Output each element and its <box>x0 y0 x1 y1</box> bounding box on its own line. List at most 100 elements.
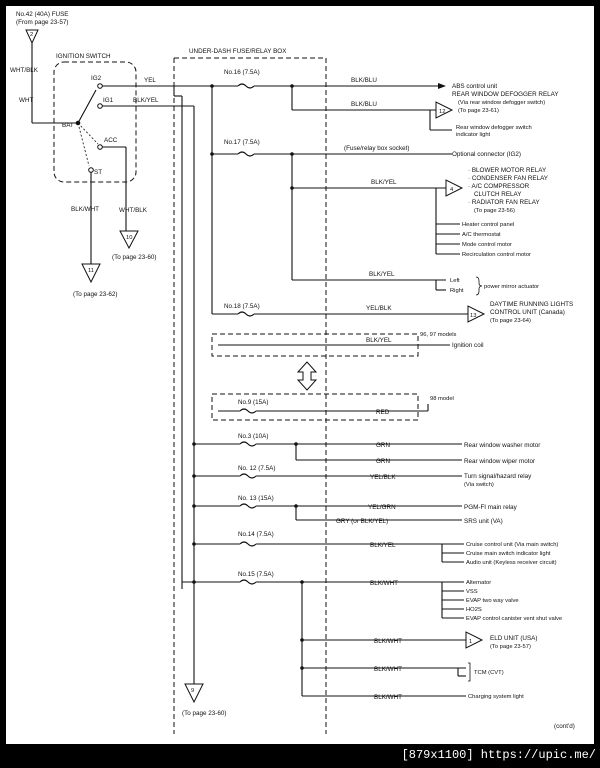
fuse-3-label: No.3 (10A) <box>238 433 268 440</box>
wire-yel-ig2: YEL <box>144 77 156 84</box>
fuse42-label: No.42 (40A) FUSE <box>16 11 69 18</box>
wire-yel-blk-turn: YEL/BLK <box>370 474 396 481</box>
wire-blk-yel-coil: BLK/YEL <box>366 337 392 344</box>
load-turn-via: (Via switch) <box>464 482 494 488</box>
bat-label: BAT <box>62 122 74 129</box>
load-evap-two-way: EVAP two way valve <box>466 598 519 604</box>
wiring-diagram: No.42 (40A) FUSE (From page 23-57) 2 WHT… <box>10 11 575 734</box>
wire-blk-wht-st: BLK/WHT <box>71 206 99 213</box>
connector-9-icon <box>184 683 204 704</box>
fuse-12-label: No. 12 (7.5A) <box>238 465 275 472</box>
wire-blk-wht-charging: BLK/WHT <box>374 694 402 701</box>
load-cruise-light: Cruise main switch indicator light <box>466 551 551 557</box>
ignition-switch-box <box>53 61 137 183</box>
fuse-18-label: No.18 (7.5A) <box>224 303 260 310</box>
wire-blk-wht-alt: BLK/WHT <box>370 580 398 587</box>
load-defog-relay: REAR WINDOW DEFOGGER RELAY <box>452 91 559 98</box>
ig2-label: IG2 <box>91 75 102 82</box>
footer-watermark: [879x1100] https://upic.me/ <box>401 748 596 762</box>
load-mode-motor: Mode control motor <box>462 242 512 248</box>
fuse-14-label: No.14 (7.5A) <box>238 531 274 538</box>
load-condenser-relay: · CONDENSER FAN RELAY <box>468 175 549 182</box>
eld-page: (To page 23-57) <box>490 644 531 650</box>
acc-label: ACC <box>104 137 118 144</box>
connector-12-icon <box>435 101 454 119</box>
connector-2-icon <box>25 29 39 45</box>
acc-ref: (To page 23-60) <box>112 254 156 261</box>
load-tcm: TCM (CVT) <box>474 670 504 676</box>
drl-page: (To page 23-64) <box>490 318 531 324</box>
connector-4-icon <box>445 179 464 197</box>
footer-bar: [879x1100] https://upic.me/ <box>0 744 600 768</box>
continued-label: (cont'd) <box>554 723 575 730</box>
load-ignition-coil: Ignition coil <box>452 342 484 349</box>
load-alternator: Alternator <box>466 580 491 586</box>
wire-yel-blk-drl: YEL/BLK <box>366 305 392 312</box>
st-label: ST <box>94 169 102 176</box>
wire-blk-wht-tcm: BLK/WHT <box>374 666 402 673</box>
wire-wht-bat: WHT <box>19 97 33 104</box>
load-drl-1: DAYTIME RUNNING LIGHTS <box>490 301 573 308</box>
load-optional-connector: Optional connector (IG2) <box>452 151 521 158</box>
fuse-16-label: No.16 (7.5A) <box>224 69 260 76</box>
wire-yel-grn: YEL/GRN <box>368 504 396 511</box>
load-turn-relay: Turn signal/hazard relay <box>464 473 532 480</box>
load-recirc-motor: Recirculation control motor <box>462 252 531 258</box>
fuse42-ref: (From page 23-57) <box>16 19 69 26</box>
ignition-switch-title: IGNITION SWITCH <box>56 53 111 60</box>
connector-1-icon <box>465 631 484 649</box>
load-ho2s: HO2S <box>466 607 482 613</box>
connector-11-icon <box>81 263 101 284</box>
wire-grn-wiper: GRN <box>376 458 390 465</box>
load-srs: SRS unit (VA) <box>464 518 503 525</box>
wire-blk-blu-defog: BLK/BLU <box>351 101 377 108</box>
defog-ref: (Via rear window defogger switch) <box>458 100 545 106</box>
wire-blk-yel-cruise: BLK/YEL <box>370 542 396 549</box>
load-abs: ABS control unit <box>452 83 497 90</box>
model-9697-label: 96, 97 models <box>420 332 457 338</box>
wire-blk-blu-abs: BLK/BLU <box>351 77 377 84</box>
load-evap-canister: EVAP control canister vent shut valve <box>466 616 562 622</box>
socket-label: (Fuse/relay box socket) <box>344 145 409 152</box>
connector-10-icon <box>119 230 139 250</box>
load-clutch-relay: CLUTCH RELAY <box>474 191 522 198</box>
wire-red: RED <box>376 409 390 416</box>
defog-pin: 12 <box>439 109 445 115</box>
wire-blk-yel-mirror: BLK/YEL <box>369 271 395 278</box>
bottom-ref: (To page 23-60) <box>182 710 226 717</box>
load-radiator-relay: · RADIATOR FAN RELAY <box>468 199 541 206</box>
fuse-17-label: No.17 (7.5A) <box>224 139 260 146</box>
defog-page: (To page 23-61) <box>458 108 499 114</box>
wire-gry: GRY (or BLK/YEL) <box>336 518 388 525</box>
relay-page: (To page 23-56) <box>474 208 515 214</box>
ig1-label: IG1 <box>103 97 114 104</box>
fuse42-pin: 2 <box>30 32 33 38</box>
load-charging-light: Charging system light <box>468 694 524 700</box>
load-right: Right <box>450 288 464 294</box>
load-drl-2: CONTROL UNIT (Canada) <box>490 309 565 316</box>
load-heater-panel: Heater control panel <box>462 222 514 228</box>
drl-pin: 13 <box>470 313 476 319</box>
load-wiper-motor: Rear window wiper motor <box>464 458 535 465</box>
load-washer-motor: Rear window washer motor <box>464 442 540 449</box>
load-blower-relay: · BLOWER MOTOR RELAY <box>468 167 547 174</box>
load-left: Left <box>450 278 460 284</box>
load-mirror-actuator: power mirror actuator <box>484 284 539 290</box>
load-cruise-unit: Cruise control unit (Via main switch) <box>466 542 558 548</box>
acc-pin: 10 <box>126 235 132 241</box>
load-pgm-fi: PGM-FI main relay <box>464 504 518 511</box>
load-audio-unit: Audio unit (Keyless receiver circuit) <box>466 560 557 566</box>
st-ref: (To page 23-62) <box>73 291 117 298</box>
load-ac-thermostat: A/C thermostat <box>462 232 501 238</box>
relay-pin: 4 <box>450 187 454 193</box>
fuse-13-label: No. 13 (15A) <box>238 495 274 502</box>
load-defog-light-2: indicator light <box>456 132 491 138</box>
wire-blk-yel-ig1: BLK/YEL <box>133 97 159 104</box>
st-pin: 11 <box>88 268 94 274</box>
bottom-pin: 9 <box>191 688 194 694</box>
wire-blk-yel-relays: BLK/YEL <box>371 179 397 186</box>
load-vss: VSS <box>466 589 478 595</box>
model-98-box <box>211 393 419 421</box>
wire-wht-blk-acc: WHT/BLK <box>119 207 148 214</box>
load-ac-compressor: · A/C COMPRESSOR <box>468 183 530 190</box>
